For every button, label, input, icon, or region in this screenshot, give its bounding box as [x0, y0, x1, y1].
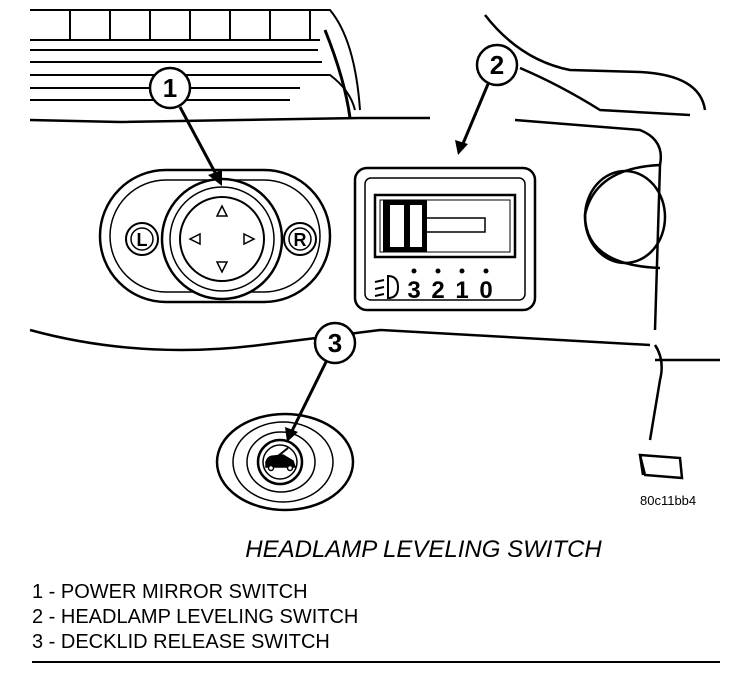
leveling-position-3: 3	[407, 277, 420, 304]
leveling-thumbwheel	[383, 200, 486, 252]
callout-2: 2	[455, 43, 519, 155]
decklid-release-switch	[215, 412, 355, 512]
leveling-position-0: 0	[479, 277, 492, 304]
decklid-car-icon	[265, 447, 297, 472]
figure-code: 80c11bb4	[640, 493, 696, 508]
callout-2-number: 2	[490, 50, 504, 80]
air-vent	[30, 9, 361, 119]
leveling-position-2: 2	[431, 277, 444, 304]
callout-3: 3	[285, 321, 357, 442]
headlamp-icon	[374, 274, 400, 300]
legend: 1 - POWER MIRROR SWITCH 2 - HEADLAMP LEV…	[32, 580, 358, 655]
figure-title: HEADLAMP LEVELING SWITCH	[245, 536, 602, 563]
legend-item-1: 1 - POWER MIRROR SWITCH	[32, 581, 308, 603]
legend-item-3: 3 - DECKLID RELEASE SWITCH	[32, 631, 330, 653]
mirror-direction-arrows-icon	[188, 204, 256, 274]
power-mirror-switch: L R	[98, 168, 332, 304]
callout-1-number: 1	[163, 73, 177, 103]
dashboard-outline	[29, 14, 720, 480]
legend-item-2: 2 - HEADLAMP LEVELING SWITCH	[32, 606, 359, 628]
callout-1: 1	[148, 66, 222, 186]
mirror-left-label: L	[137, 230, 148, 250]
bottom-rule	[32, 661, 720, 663]
leveling-position-marks	[411, 268, 489, 274]
mirror-right-label: R	[294, 230, 307, 250]
leveling-position-1: 1	[455, 277, 468, 304]
headlamp-leveling-switch: 3 2 1 0	[353, 166, 537, 312]
dashboard-illustration: L R 3 2 1 0	[29, 9, 720, 512]
callout-3-number: 3	[328, 328, 342, 358]
dash-knob	[583, 163, 667, 270]
